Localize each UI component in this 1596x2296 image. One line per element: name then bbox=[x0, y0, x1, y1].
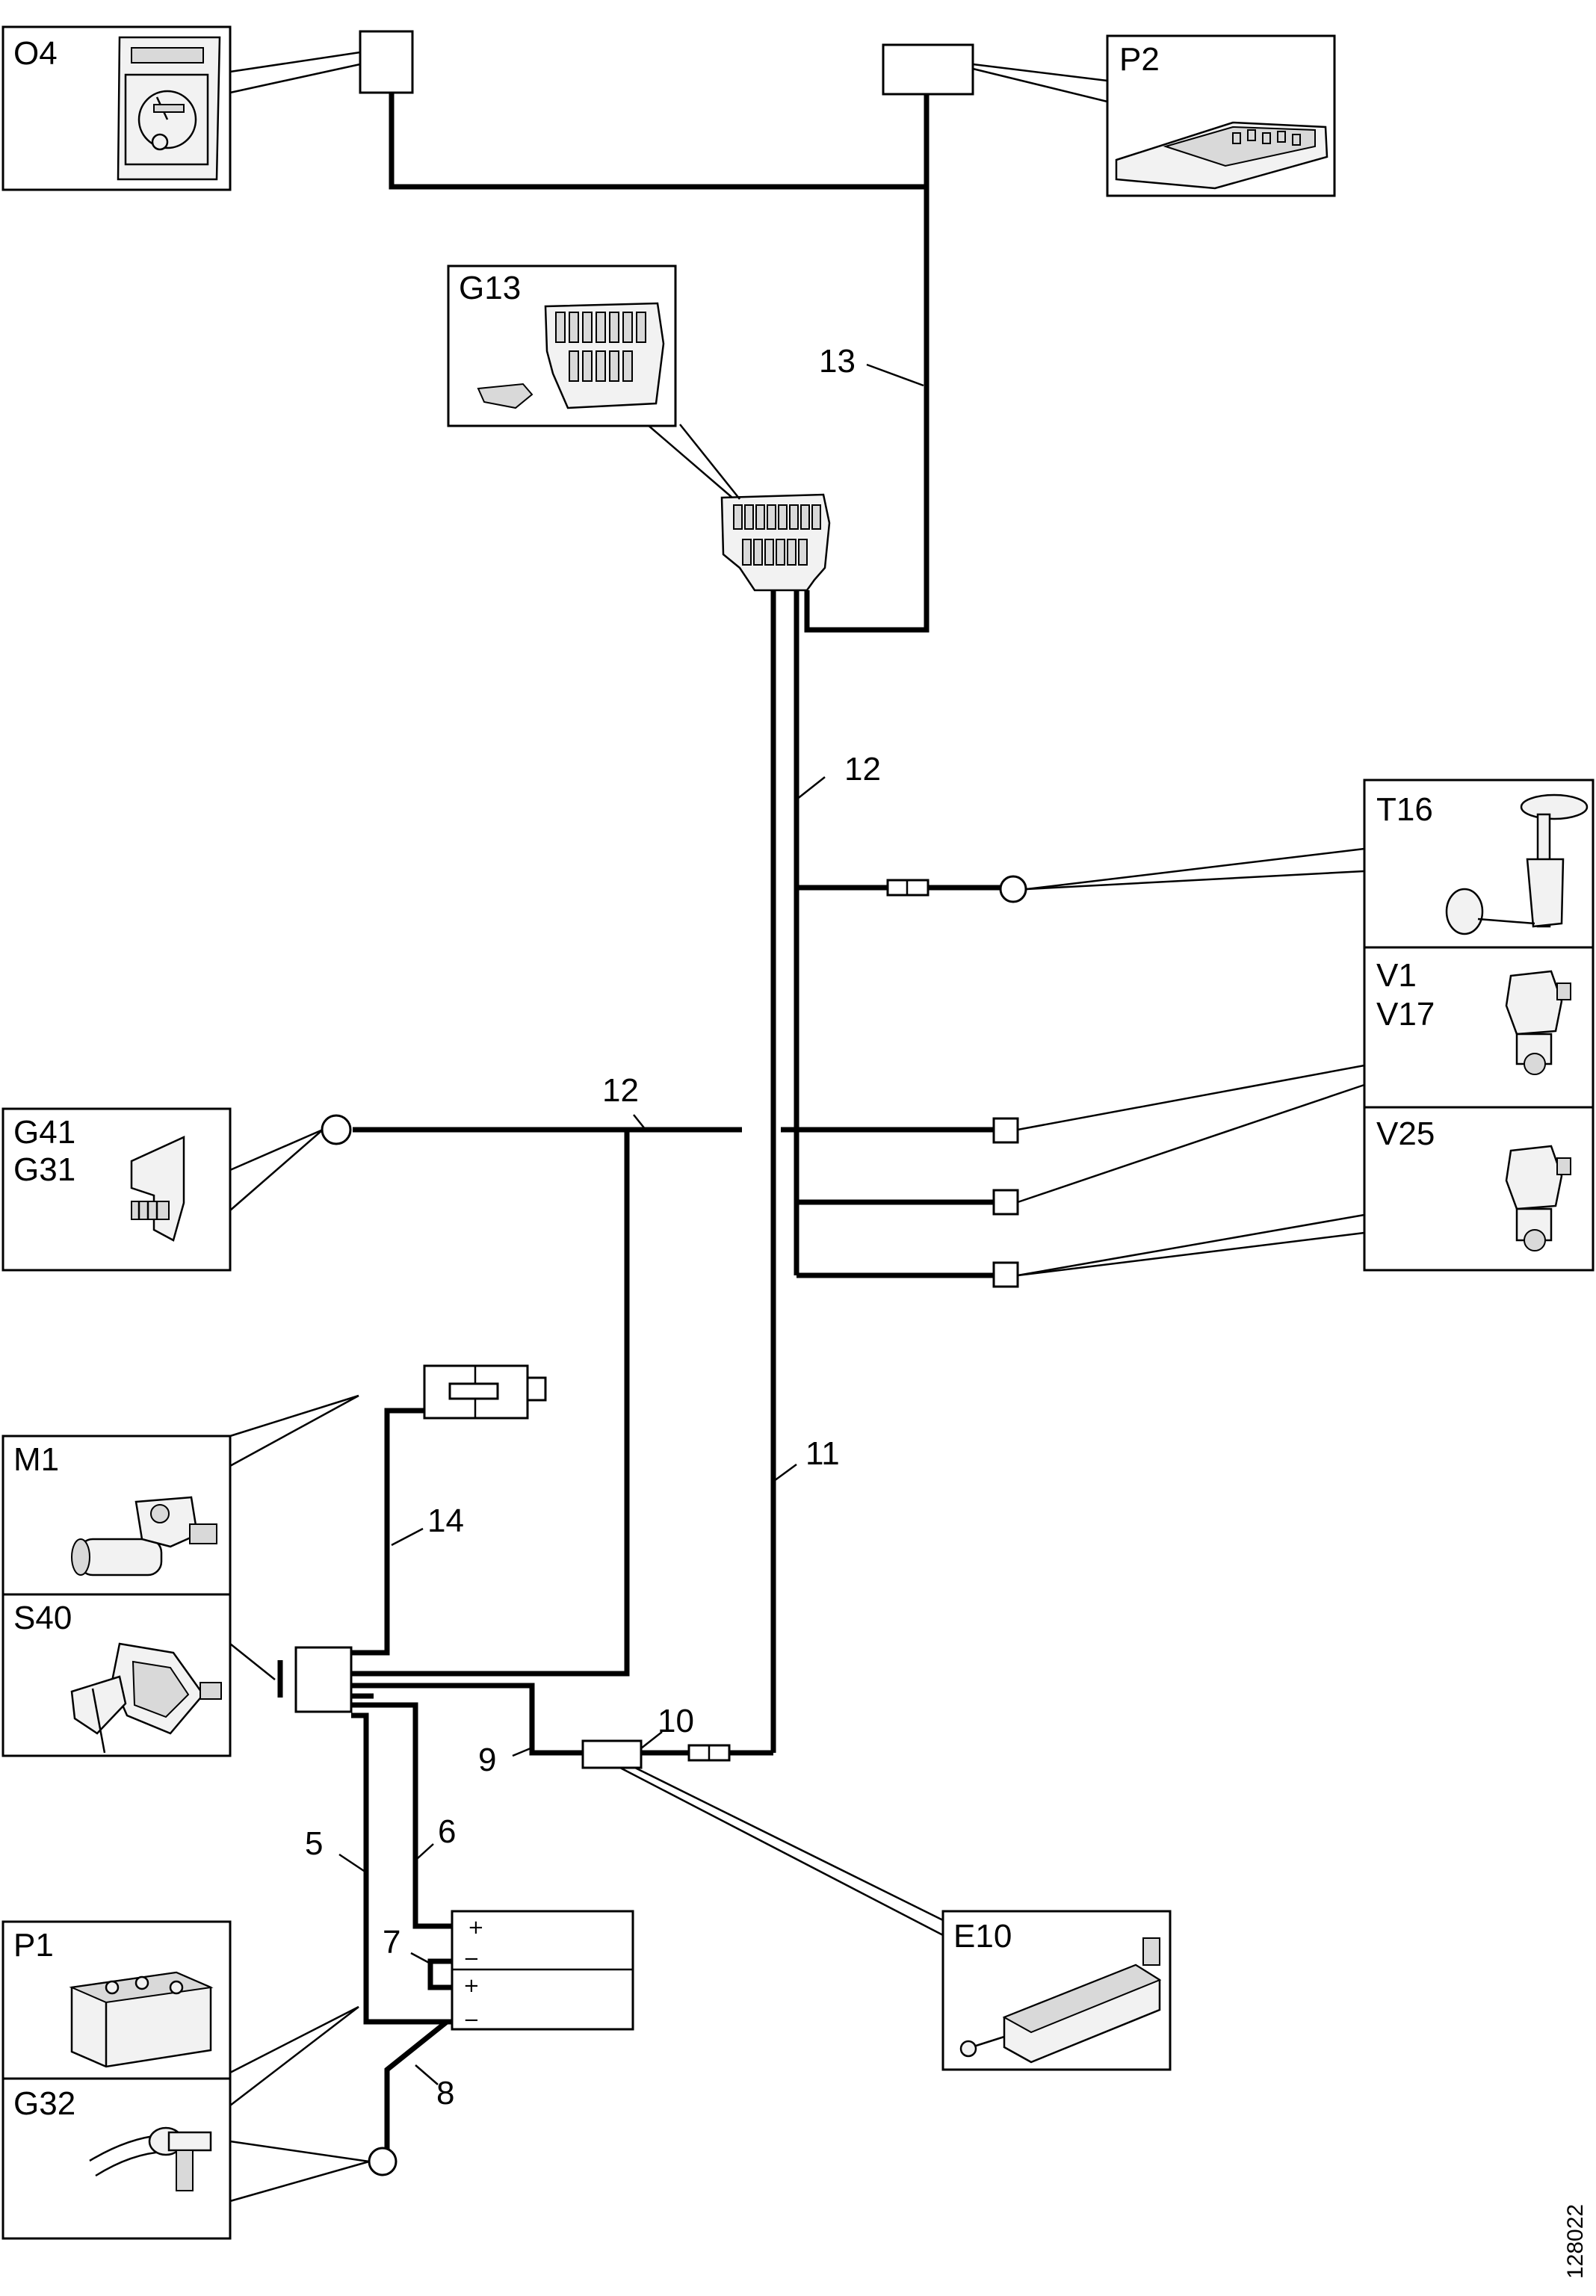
cable-12-label-lower: 12 bbox=[602, 1072, 639, 1109]
g31-label: G31 bbox=[13, 1151, 75, 1188]
component-g13: G13 bbox=[447, 264, 677, 427]
v17-label: V17 bbox=[1376, 996, 1435, 1033]
g41-terminal-ring bbox=[321, 1114, 352, 1145]
s40-label: S40 bbox=[13, 1600, 72, 1636]
s40-connector bbox=[294, 1646, 353, 1713]
battery-terminal-2: − bbox=[463, 1948, 480, 1970]
g13-block bbox=[720, 493, 831, 592]
g32-terminal-ring bbox=[368, 2147, 398, 2176]
cable-7-label: 7 bbox=[383, 1924, 400, 1961]
component-p1: P1 bbox=[1, 1920, 232, 2080]
m1-label: M1 bbox=[13, 1441, 59, 1478]
g32-label: G32 bbox=[13, 2085, 75, 2122]
p2-label: P2 bbox=[1119, 41, 1160, 78]
component-o4: O4 bbox=[1, 25, 232, 191]
v25-connector bbox=[992, 1261, 1019, 1288]
component-g32: G32 bbox=[1, 2077, 232, 2240]
tachograph-icon bbox=[117, 36, 221, 181]
ground-bolt-icon bbox=[89, 2126, 212, 2191]
component-t16: T16 bbox=[1363, 779, 1595, 949]
cable-14-label: 14 bbox=[427, 1503, 464, 1539]
e10-label: E10 bbox=[953, 1918, 1012, 1955]
v1-connector bbox=[992, 1117, 1019, 1144]
leader-lines bbox=[229, 51, 1365, 2203]
component-g41: G41 G31 bbox=[1, 1107, 232, 1272]
cable-5-label: 5 bbox=[305, 1825, 323, 1862]
cable-12-label-upper: 12 bbox=[844, 751, 881, 787]
cable-6-wire bbox=[351, 1702, 452, 1929]
cable-13-label: 13 bbox=[819, 343, 856, 380]
ground-bracket-icon bbox=[130, 1136, 185, 1242]
main-switch-icon bbox=[70, 1642, 222, 1754]
battery-terminal-4: − bbox=[463, 2009, 480, 2032]
cable-14-wire bbox=[351, 1408, 424, 1656]
g13-label: G13 bbox=[459, 270, 521, 306]
t16-label: T16 bbox=[1376, 791, 1433, 828]
battery-icon bbox=[69, 1971, 214, 2068]
connectors bbox=[277, 30, 1027, 2176]
battery-terminal-1: + bbox=[468, 1916, 484, 1939]
wire-g41-drop bbox=[351, 1130, 630, 1677]
o4-label: O4 bbox=[13, 35, 58, 72]
cable-8-label: 8 bbox=[436, 2075, 454, 2111]
v17-connector bbox=[992, 1189, 1019, 1216]
control-unit-icon bbox=[1115, 121, 1329, 190]
wire-e10 bbox=[351, 1683, 583, 1756]
o4-connector bbox=[359, 30, 414, 94]
component-p2: P2 bbox=[1106, 34, 1336, 197]
cable-6-label: 6 bbox=[438, 1813, 456, 1850]
fuel-sender-icon bbox=[1445, 793, 1589, 935]
solenoid-valve-icon bbox=[1505, 970, 1571, 1075]
cable-9-label: 9 bbox=[478, 1742, 496, 1778]
component-v25: V25 bbox=[1363, 1106, 1595, 1272]
v25-label: V25 bbox=[1376, 1115, 1435, 1152]
figure-id: 128022 bbox=[1563, 2204, 1588, 2279]
v1-label: V1 bbox=[1376, 957, 1417, 994]
battery-terminal-3: + bbox=[463, 1975, 480, 1997]
fuse-block-icon bbox=[477, 302, 665, 409]
wire-o4 bbox=[389, 93, 927, 190]
cable-11-label: 11 bbox=[805, 1435, 840, 1472]
component-v1: V1 V17 bbox=[1363, 946, 1595, 1109]
m1-relay-slot bbox=[448, 1382, 499, 1400]
cable-5-wire bbox=[351, 1712, 452, 2025]
p2-connector bbox=[882, 43, 974, 96]
e10-connector bbox=[581, 1739, 643, 1769]
g41-label: G41 bbox=[13, 1114, 75, 1151]
component-m1: M1 bbox=[1, 1435, 232, 1596]
cable-8-wire bbox=[384, 2020, 449, 2158]
heater-unit-icon bbox=[959, 1937, 1162, 2064]
t16-terminal-ring bbox=[999, 875, 1027, 903]
solenoid-valve-icon bbox=[1505, 1145, 1571, 1251]
cable-10-label: 10 bbox=[658, 1703, 694, 1739]
starter-motor-icon bbox=[71, 1496, 217, 1576]
component-e10: E10 bbox=[941, 1910, 1172, 2071]
cable-13-wire bbox=[804, 187, 930, 633]
cable-7-wire bbox=[427, 1958, 452, 1990]
p1-label: P1 bbox=[13, 1927, 54, 1964]
component-s40: S40 bbox=[1, 1593, 232, 1757]
m1-relay-pin bbox=[526, 1376, 547, 1402]
